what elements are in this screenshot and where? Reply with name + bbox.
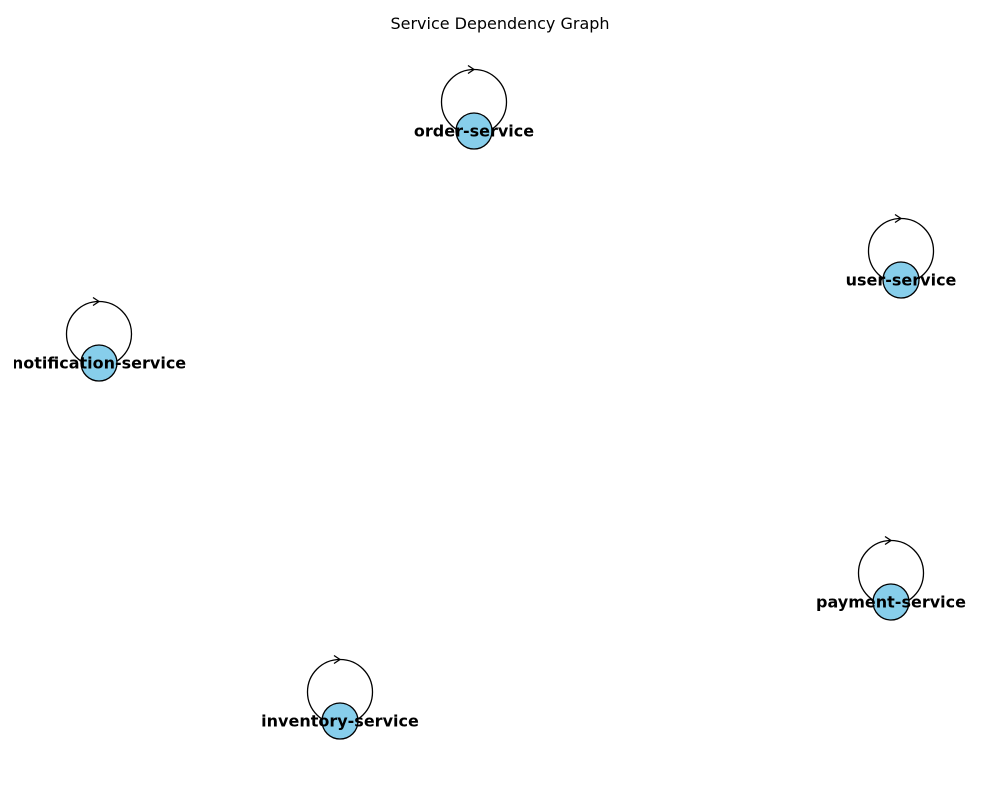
graph-node-user-service: user-service (846, 261, 957, 299)
edges-layer (65, 64, 935, 726)
node-label: order-service (414, 122, 534, 141)
graph-title: Service Dependency Graph (390, 14, 609, 33)
edge-arrowhead (92, 296, 101, 307)
node-circle (455, 112, 493, 150)
graph-node-order-service: order-service (414, 112, 534, 150)
node-circle (882, 261, 920, 299)
edge-arrowhead (894, 213, 903, 224)
node-label: payment-service (816, 593, 966, 612)
edge-arrowhead (884, 535, 893, 546)
graph-node-inventory-service: inventory-service (261, 702, 419, 740)
node-label: notification-service (12, 354, 186, 373)
node-circle (872, 583, 910, 621)
node-circle (321, 702, 359, 740)
graph-node-notification-service: notification-service (12, 344, 186, 382)
edge-arrowhead (467, 64, 476, 75)
node-label: inventory-service (261, 712, 419, 731)
node-label: user-service (846, 271, 957, 290)
node-circle (80, 344, 118, 382)
nodes-layer: order-service user-service notification-se… (12, 112, 966, 740)
graph-node-payment-service: payment-service (816, 583, 966, 621)
edge-arrowhead (333, 654, 342, 665)
